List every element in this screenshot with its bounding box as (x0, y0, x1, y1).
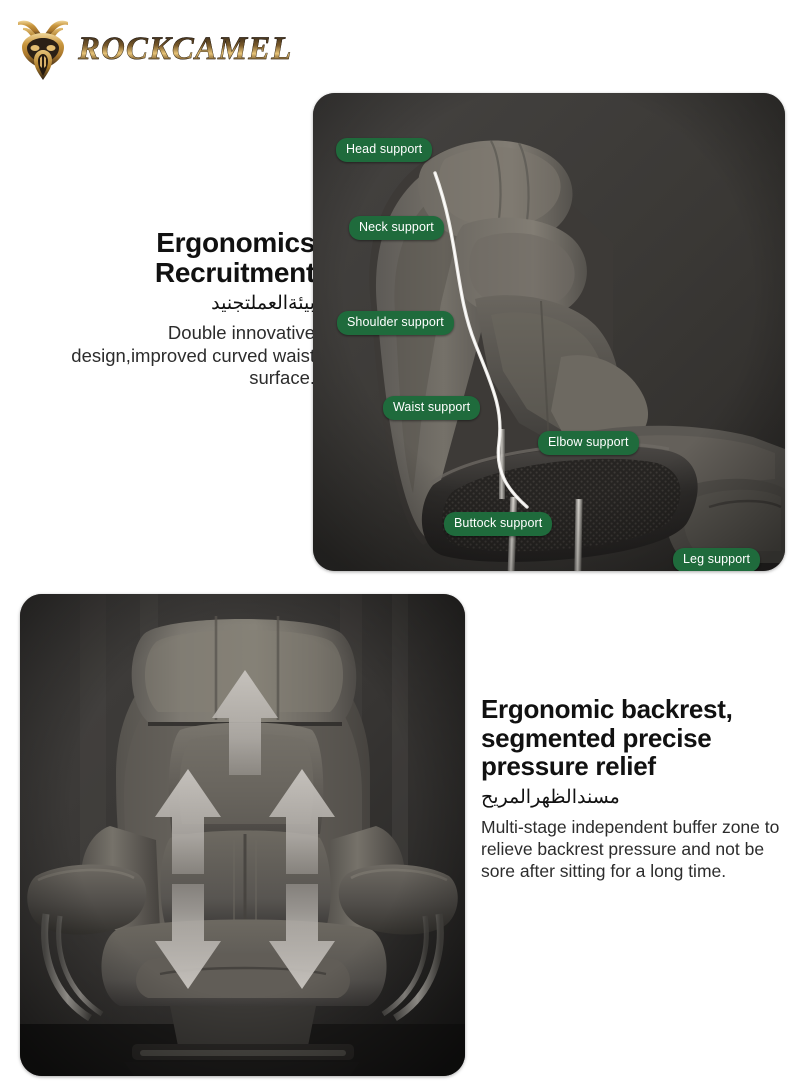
section2-heading-line1: Ergonomic backrest, (481, 694, 733, 724)
brand-logo: ROCKCAMEL (14, 14, 314, 84)
section2-heading: Ergonomic backrest, segmented precise pr… (481, 695, 781, 781)
brand-wordmark: ROCKCAMEL (78, 30, 293, 67)
section2-heading-line3: pressure relief (481, 751, 656, 782)
tag-elbow-support: Elbow support (538, 431, 639, 455)
tag-buttock-support: Buttock support (444, 512, 553, 536)
backrest-pressure-image-panel (20, 594, 465, 1076)
ergonomics-support-image-panel: Head support Neck support Shoulder suppo… (313, 93, 785, 571)
front-chair-photo (20, 594, 465, 1076)
tag-neck-support: Neck support (349, 216, 444, 240)
section2-body: Multi-stage independent buffer zone to r… (481, 817, 780, 881)
section2-heading-line2: segmented precise (481, 722, 712, 753)
section1-heading: Ergonomics Recruitment (60, 228, 315, 287)
tag-shoulder-support: Shoulder support (337, 311, 454, 335)
section1-body: Double innovative design,improved curved… (71, 321, 315, 389)
ram-head-icon (18, 20, 68, 80)
tag-head-support: Head support (336, 138, 433, 162)
section2-heading-arabic: مسندالظهرالمريح (481, 786, 620, 808)
section1-heading-arabic: بيئةالعملتجنيد (211, 293, 315, 315)
section1-heading-line1: Ergonomics (156, 227, 315, 258)
tag-waist-support: Waist support (383, 396, 481, 420)
section1-heading-line2: Recruitment (154, 256, 315, 288)
section-ergonomics-text: Ergonomics Recruitment بيئةالعملتجنيد Do… (60, 228, 315, 390)
tag-leg-support: Leg support (673, 548, 761, 571)
section-backrest-text: Ergonomic backrest, segmented precise pr… (481, 695, 781, 882)
